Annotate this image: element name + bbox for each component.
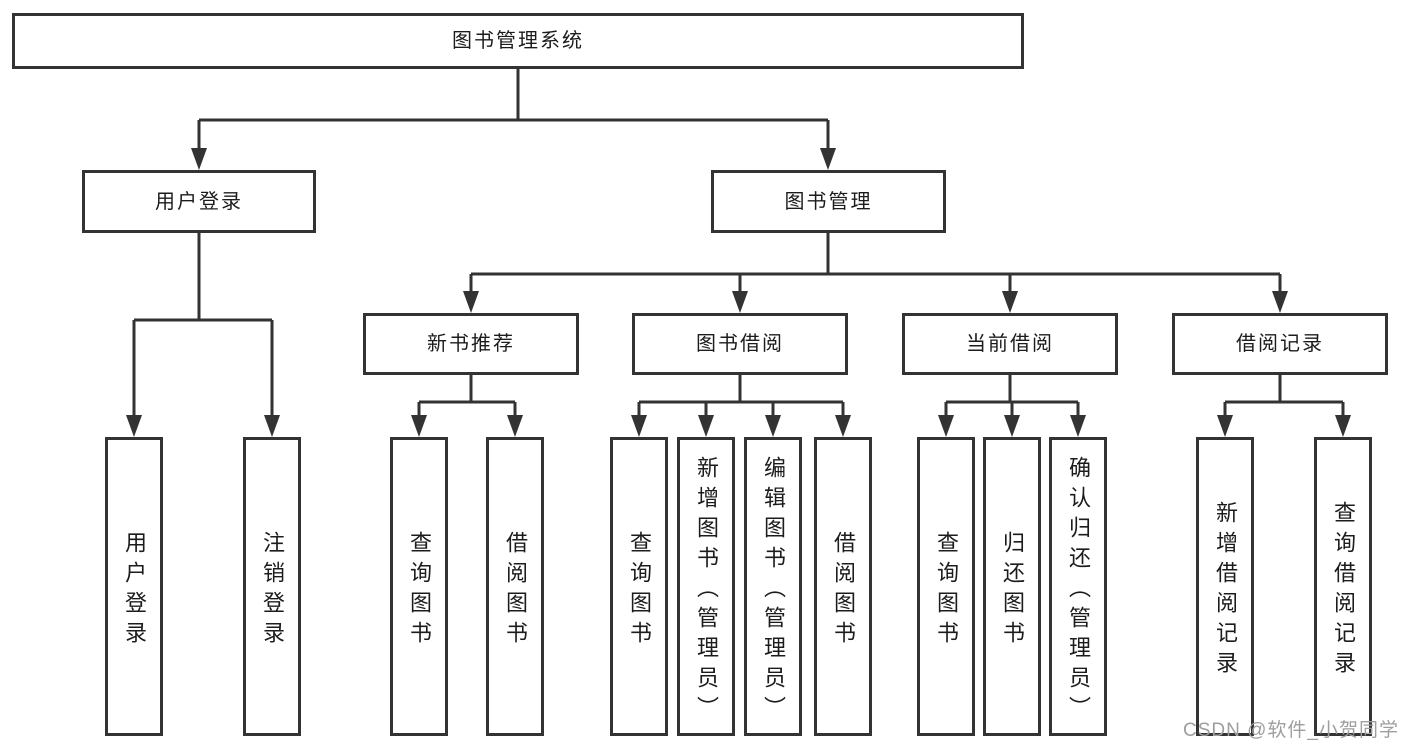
node-book-borrow: 图书借阅: [632, 313, 848, 375]
node-borrow-records: 借阅记录: [1172, 313, 1388, 375]
node-current-borrow: 当前借阅: [902, 313, 1118, 375]
leaf-query-books-borrow: 查询图书: [610, 437, 668, 736]
leaf-edit-book-admin: 编辑图书（管理员）: [744, 437, 802, 736]
leaf-borrow-books: 借阅图书: [814, 437, 872, 736]
node-new-book-recommend: 新书推荐: [363, 313, 579, 375]
leaf-add-book-admin: 新增图书（管理员）: [677, 437, 735, 736]
leaf-query-borrow-record: 查询借阅记录: [1314, 437, 1372, 736]
leaf-borrow-books-recommend: 借阅图书: [486, 437, 544, 736]
node-book-management: 图书管理: [711, 170, 946, 233]
node-root: 图书管理系统: [12, 13, 1024, 69]
leaf-confirm-return-admin: 确认归还（管理员）: [1049, 437, 1107, 736]
leaf-user-login: 用户登录: [105, 437, 163, 736]
leaf-query-books-current: 查询图书: [917, 437, 975, 736]
leaf-logout: 注销登录: [243, 437, 301, 736]
node-user-login: 用户登录: [82, 170, 316, 233]
leaf-add-borrow-record: 新增借阅记录: [1196, 437, 1254, 736]
watermark: CSDN @软件_小贺同学: [1183, 720, 1399, 741]
leaf-query-books-recommend: 查询图书: [390, 437, 448, 736]
leaf-return-books: 归还图书: [983, 437, 1041, 736]
